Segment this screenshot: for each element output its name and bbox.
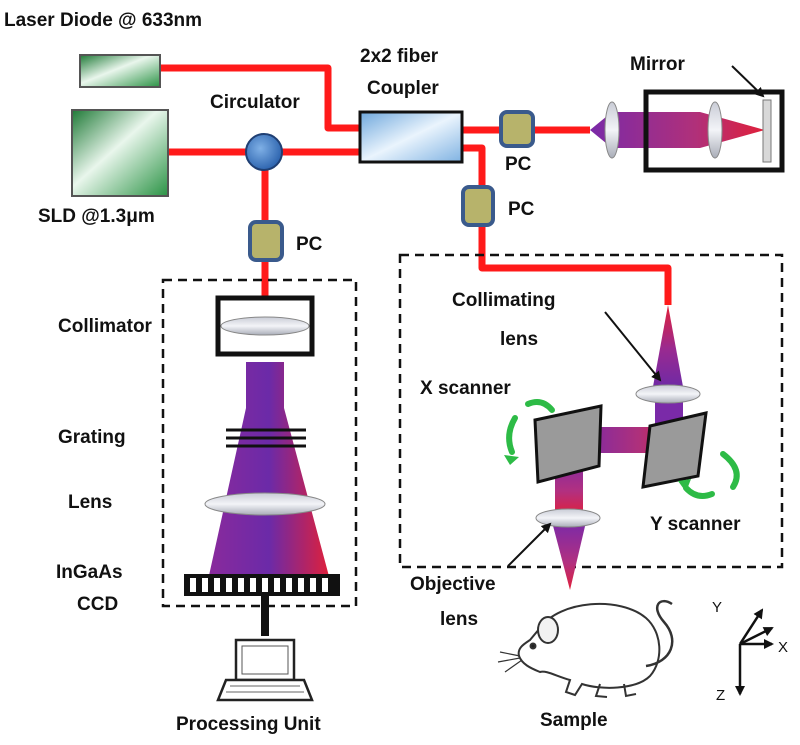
collimated-beam [208,362,330,580]
reference-arm [590,65,785,173]
focused-beam [552,522,586,590]
focusing-lens [204,492,326,516]
label-pc-sample: PC [508,199,535,220]
ccd-array [184,574,340,596]
diverging-beam [652,305,684,392]
label-objective-lens-2: lens [440,609,478,630]
circulator [245,133,283,171]
pc-sample [461,185,495,227]
laser-diode-box [79,54,161,88]
axis-label-x: X [778,639,788,656]
pc-reference [499,110,535,148]
sample-arm [398,253,784,590]
label-collimating-lens-2: lens [500,329,538,350]
label-sample: Sample [540,710,608,731]
label-pc-reference: PC [505,154,532,175]
label-y-scanner: Y scanner [650,514,741,535]
x-scanner-rotation-arrows [506,399,555,455]
label-lens: Lens [68,492,112,513]
grating [226,428,306,448]
ccd-cable [261,596,269,636]
y-scanner-mirror [641,411,708,489]
fiber-laser-to-coupler [160,64,360,132]
label-collimating-lens-1: Collimating [452,290,555,311]
label-fiber-coupler-2: Coupler [367,78,439,99]
axis-label-z: Z [716,687,725,704]
axis-label-y: Y [712,599,722,616]
label-mirror: Mirror [630,54,686,75]
label-pc-detection: PC [296,234,323,255]
label-objective-lens-1: Objective [410,574,496,595]
label-ccd-2: CCD [77,594,118,615]
label-ccd-1: InGaAs [56,562,123,583]
coordinate-axes [735,608,774,696]
mouse-icon [497,599,674,698]
collimator-lens [220,316,310,336]
objective-lens [535,508,601,528]
label-laser-diode: Laser Diode @ 633nm [4,10,202,31]
mirror [762,99,772,163]
fiber-coupler-to-sample [462,144,672,305]
label-x-scanner: X scanner [420,378,511,399]
laptop-icon [216,638,314,702]
fiber-coupler [358,110,464,164]
spectrometer [161,278,358,636]
label-fiber-coupler-1: 2x2 fiber [360,46,439,67]
collimating-lens [635,384,701,404]
label-processing-unit: Processing Unit [176,714,321,735]
sld-source-box [71,109,169,197]
y-scanner-rotation-arrows [683,451,740,499]
label-circulator: Circulator [210,92,300,113]
label-collimator: Collimator [58,316,153,337]
pc-detection [248,220,284,262]
label-sld: SLD @1.3μm [38,206,155,227]
x-scanner-mirror [533,404,603,484]
label-grating: Grating [58,427,126,448]
